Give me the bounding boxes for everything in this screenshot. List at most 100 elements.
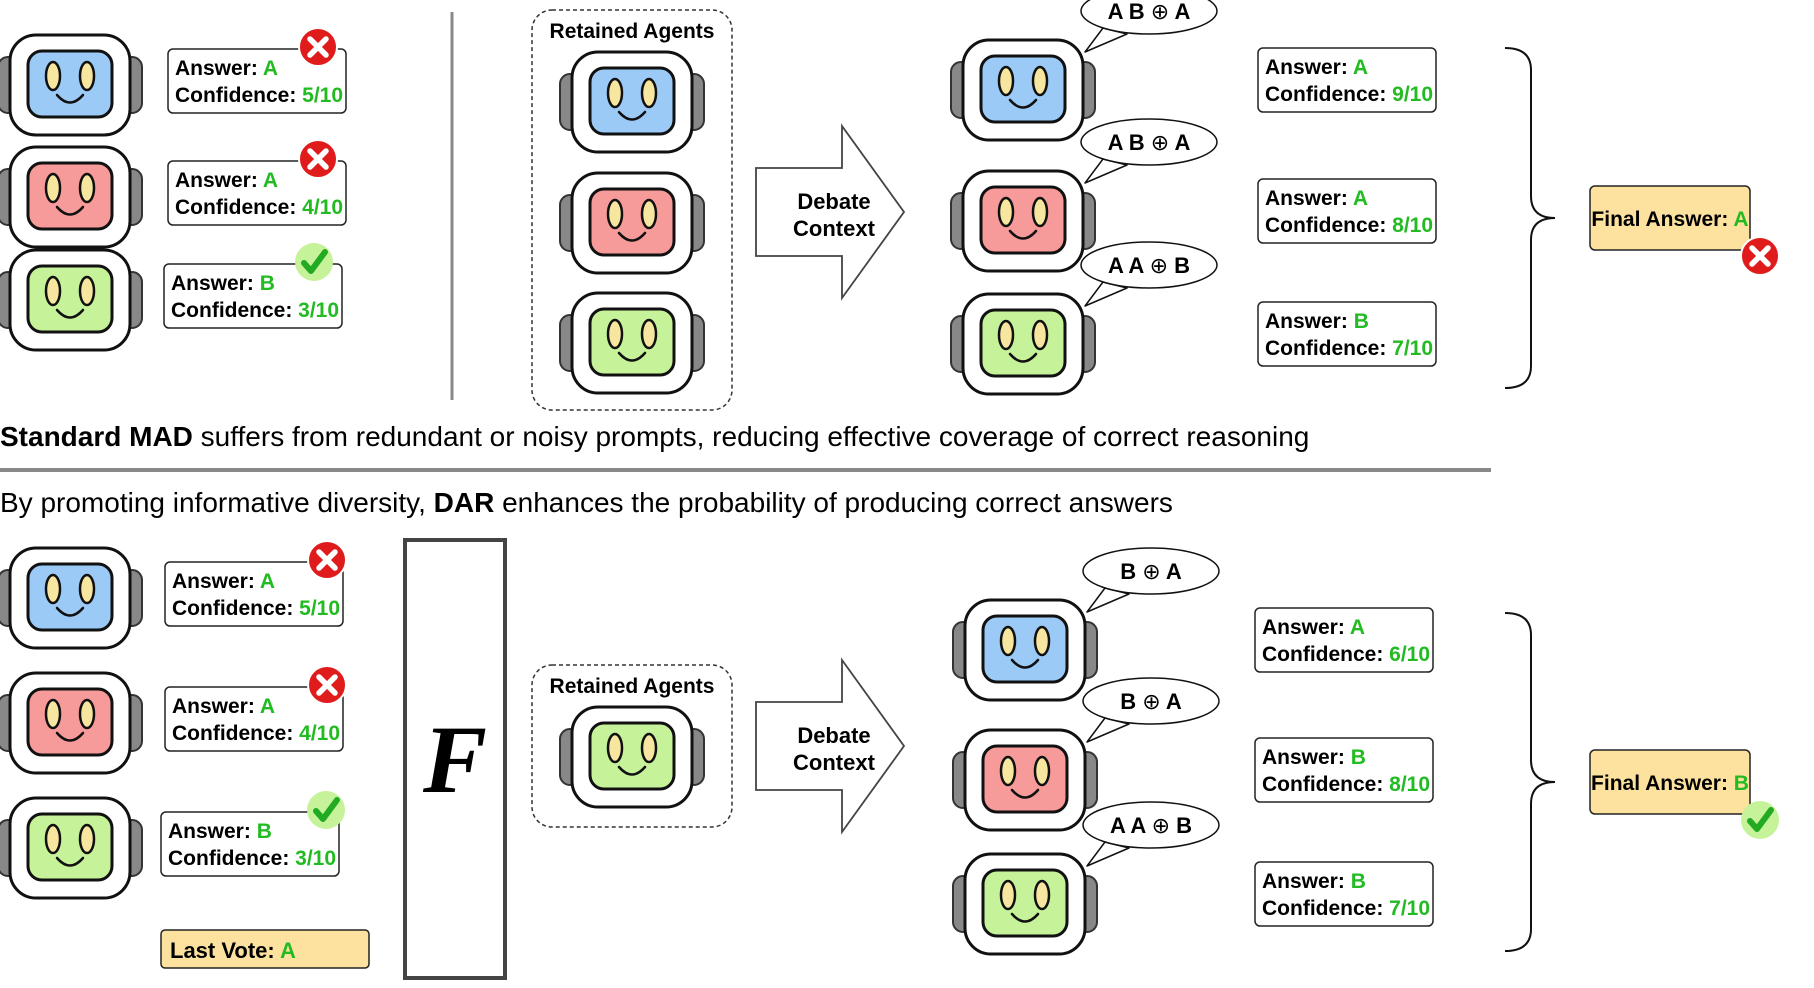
aggregation-brace bbox=[1504, 47, 1556, 389]
robot-eye-left bbox=[997, 319, 1015, 351]
robot-eye-right bbox=[1033, 625, 1051, 657]
retained-dashed-border bbox=[531, 9, 733, 411]
correct-tick bbox=[313, 797, 340, 822]
robot-eye-right bbox=[640, 732, 658, 764]
robot-eye-left bbox=[999, 755, 1017, 787]
bottom-caption-bold: DAR bbox=[434, 487, 495, 518]
robot-face bbox=[981, 868, 1069, 938]
confidence-line: Confidence: 5/10 bbox=[172, 597, 340, 620]
answer-card-box bbox=[1254, 861, 1434, 927]
arrow-shape bbox=[755, 657, 906, 835]
robot-face bbox=[26, 687, 114, 757]
bubble-joint bbox=[1118, 836, 1133, 842]
answer-colon: : bbox=[1338, 616, 1350, 639]
robot-eye-left bbox=[997, 65, 1015, 97]
confidence-colon: : bbox=[1379, 83, 1392, 106]
robot-mouth bbox=[55, 606, 85, 617]
robot-eye-left bbox=[606, 198, 624, 230]
answer-value: B bbox=[260, 272, 275, 295]
answer-label: Answer bbox=[1265, 187, 1341, 210]
answer-card-box bbox=[1254, 607, 1434, 673]
robot-face bbox=[979, 308, 1067, 378]
robot-eye-right bbox=[1031, 65, 1049, 97]
answer-colon: : bbox=[247, 272, 260, 295]
confidence-value: 3/10 bbox=[295, 847, 336, 870]
last-vote-value: A bbox=[280, 938, 296, 963]
robot-face bbox=[26, 562, 114, 632]
confidence-line: Confidence: 6/10 bbox=[1262, 643, 1430, 666]
robot-eye-right bbox=[1033, 755, 1051, 787]
answer-label: Answer bbox=[1265, 56, 1341, 79]
final-answer-label: Final Answer bbox=[1591, 208, 1721, 231]
robot-red-icon bbox=[0, 145, 143, 249]
answer-card-box bbox=[163, 263, 343, 329]
robot-green-icon bbox=[952, 852, 1098, 956]
retained-agents-title: Retained Agents bbox=[550, 20, 715, 43]
final-answer-colon: : bbox=[1721, 208, 1733, 231]
answer-label: Answer bbox=[1262, 616, 1338, 639]
bubble-xor: ⊕ bbox=[1142, 559, 1160, 584]
correct-tick bbox=[1747, 807, 1774, 832]
answer-card-box bbox=[164, 561, 344, 627]
bubble-body bbox=[1080, 0, 1218, 35]
confidence-colon: : bbox=[1379, 214, 1392, 237]
bubble-text: A A ⊕ B bbox=[1108, 253, 1190, 278]
robot-face bbox=[26, 161, 114, 231]
robot-mouth bbox=[617, 110, 647, 121]
retained-agents-title: Retained Agents bbox=[550, 675, 715, 698]
robot-mouth bbox=[1010, 658, 1040, 669]
wrong-x-icon bbox=[298, 27, 338, 67]
robot-eye-left bbox=[606, 732, 624, 764]
robot-eye-right bbox=[1031, 196, 1049, 228]
bubble-xor: ⊕ bbox=[1151, 130, 1169, 155]
robot-face bbox=[26, 49, 114, 119]
wrong-cross bbox=[316, 549, 338, 571]
confidence-colon: : bbox=[289, 84, 302, 107]
confidence-label: Confidence bbox=[175, 84, 289, 107]
answer-value: A bbox=[1353, 187, 1368, 210]
robot-blue-icon bbox=[952, 598, 1098, 702]
confidence-line: Confidence: 7/10 bbox=[1262, 897, 1430, 920]
confidence-label: Confidence bbox=[172, 722, 286, 745]
retained-agents-box: Retained Agents bbox=[531, 9, 733, 411]
final-answer-colon: : bbox=[1721, 772, 1734, 795]
robot-green-icon bbox=[559, 291, 705, 395]
answer-card-box bbox=[164, 686, 344, 752]
answer-label: Answer bbox=[175, 57, 251, 80]
robot-face bbox=[981, 614, 1069, 684]
top-caption-rest: suffers from redundant or noisy prompts,… bbox=[193, 421, 1309, 452]
wrong-cross bbox=[316, 674, 338, 696]
robot-eye-right bbox=[78, 573, 96, 605]
robot-eye-left bbox=[999, 879, 1017, 911]
robot-eye-right bbox=[640, 77, 658, 109]
robot-eye-right bbox=[78, 823, 96, 855]
confidence-label: Confidence bbox=[172, 597, 286, 620]
robot-face bbox=[588, 66, 676, 136]
bubble-left: A B bbox=[1108, 130, 1151, 155]
robot-eye-right bbox=[1033, 879, 1051, 911]
final-answer-card: Final Answer: B bbox=[1589, 749, 1779, 839]
confidence-label: Confidence bbox=[1262, 897, 1376, 920]
answer-card-box bbox=[167, 160, 347, 226]
last-vote-text: Last Vote: A bbox=[170, 938, 296, 963]
bubble-text: A A ⊕ B bbox=[1110, 813, 1192, 838]
wrong-x-icon bbox=[298, 139, 338, 179]
confidence-label: Confidence bbox=[1265, 83, 1379, 106]
answer-label: Answer bbox=[168, 820, 244, 843]
answer-value: A bbox=[263, 169, 278, 192]
confidence-line: Confidence: 8/10 bbox=[1265, 214, 1433, 237]
bubble-joint bbox=[1116, 22, 1131, 28]
bubble-left: A A bbox=[1110, 813, 1152, 838]
top-caption: Standard MAD suffers from redundant or n… bbox=[0, 421, 1309, 452]
bubble-right: B bbox=[1170, 813, 1192, 838]
robot-eye-right bbox=[78, 60, 96, 92]
confidence-value: 4/10 bbox=[302, 196, 343, 219]
robot-face bbox=[981, 744, 1069, 814]
confidence-label: Confidence bbox=[1265, 214, 1379, 237]
